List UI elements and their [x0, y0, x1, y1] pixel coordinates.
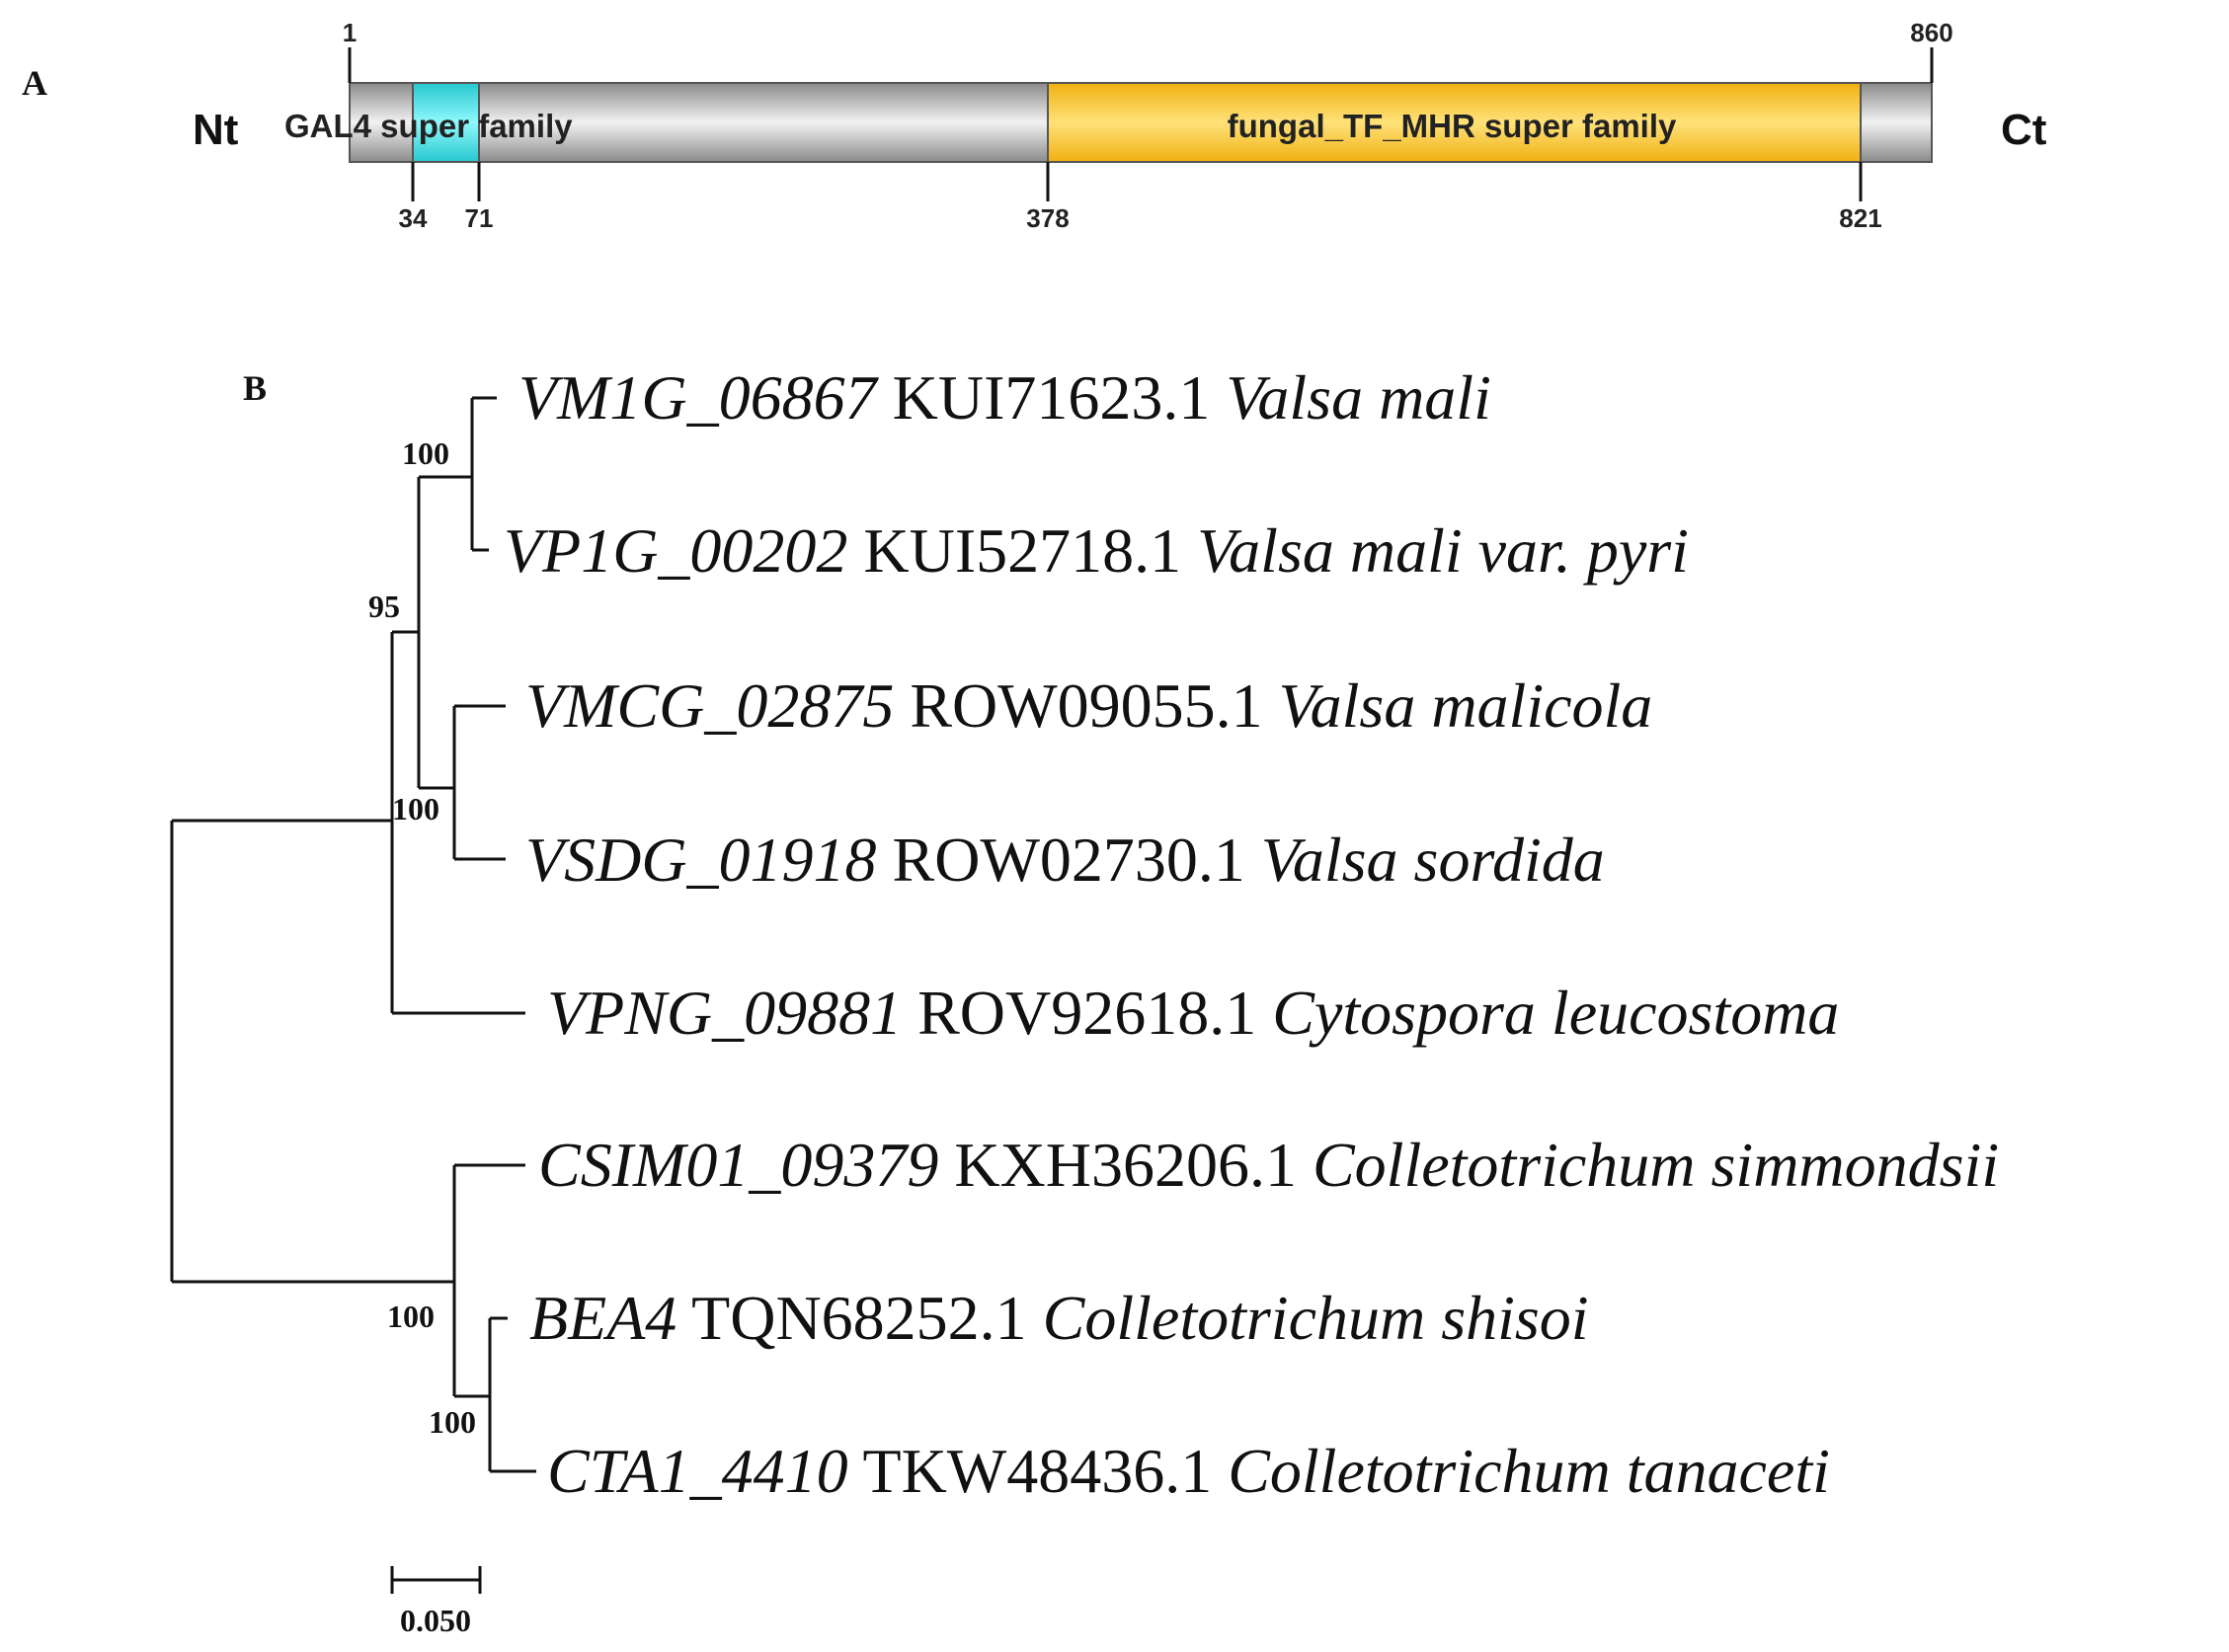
panel-b-letter: B: [243, 368, 267, 408]
panel-a-domain-map: A Nt Ct GAL4 super family fungal_TF_MHR …: [22, 18, 2047, 233]
bootstrap-value: 100: [429, 1404, 476, 1440]
gal4-domain-box: [412, 82, 480, 163]
pos-label-start: 1: [343, 18, 357, 47]
bootstrap-value: 100: [392, 791, 439, 826]
taxon-label: BEA4 TQN68252.1 Colletotrichum shisoi: [529, 1283, 1589, 1353]
panel-b-phylogenetic-tree: B 100 95 100 100 100 VM1G_06867 KU: [170, 362, 1999, 1638]
pos-label-mhr-end: 821: [1839, 203, 1881, 233]
bootstrap-value: 100: [387, 1298, 435, 1334]
taxon-label: VM1G_06867 KUI71623.1 Valsa mali: [518, 362, 1491, 433]
scale-bar: 0.050: [390, 1566, 482, 1638]
gal4-domain-label: GAL4 super family: [284, 108, 573, 144]
n-terminus-label: Nt: [193, 106, 239, 154]
taxon-label: VP1G_00202 KUI52718.1 Valsa mali var. py…: [504, 515, 1689, 586]
taxon-label: VPNG_09881 ROV92618.1 Cytospora leucosto…: [547, 978, 1839, 1048]
bootstrap-value: 100: [402, 435, 449, 471]
fungal-tf-mhr-domain-label: fungal_TF_MHR super family: [1228, 108, 1677, 144]
scale-bar-line: [390, 1566, 482, 1594]
pos-label-mhr-start: 378: [1026, 203, 1069, 233]
taxon-label: VMCG_02875 ROW09055.1 Valsa malicola: [525, 670, 1652, 741]
fungal-tf-mhr-domain-box: [1047, 82, 1862, 163]
pos-label-gal4-end: 71: [465, 203, 494, 233]
pos-label-gal4-start: 34: [399, 203, 428, 233]
scale-bar-label: 0.050: [400, 1603, 471, 1638]
taxon-label: VSDG_01918 ROW02730.1 Valsa sordida: [525, 825, 1605, 895]
taxon-label: CTA1_4410 TKW48436.1 Colletotrichum tana…: [547, 1436, 1830, 1506]
panel-a-letter: A: [22, 63, 47, 103]
pos-label-end: 860: [1910, 18, 1952, 47]
bootstrap-value: 95: [368, 589, 400, 624]
c-terminus-label: Ct: [2001, 106, 2047, 154]
taxon-label: CSIM01_09379 KXH36206.1 Colletotrichum s…: [538, 1130, 1999, 1200]
